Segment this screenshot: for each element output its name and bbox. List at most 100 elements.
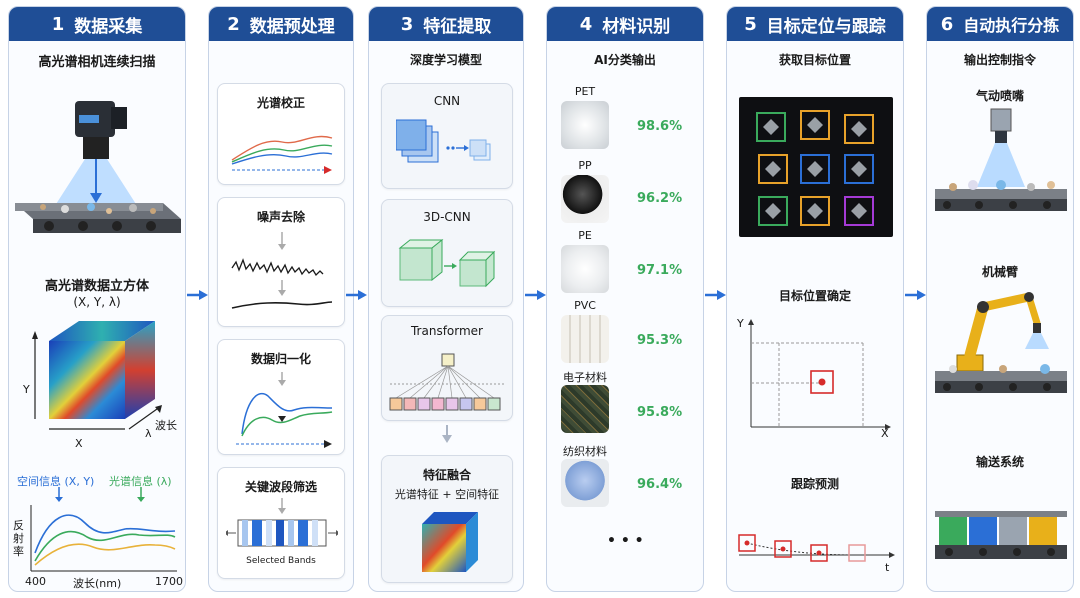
step-number: 6 [940,13,954,35]
camera-conveyor-illustration [15,101,181,233]
selected-bands-label: Selected Bands [246,556,316,566]
tracking-title: 跟踪预测 [790,477,839,491]
tracking-axis-t: t [885,561,890,574]
material-pct-pvc: 95.3% [637,333,683,348]
flow-arrow-4 [705,290,726,300]
normalization-plot [236,372,333,448]
position-plot [748,319,891,430]
step-header: 5 目标定位与跟踪 [727,7,903,41]
fusion-cube [422,512,478,572]
cnn-icon [396,119,491,163]
fusion-arrow [442,425,452,443]
step-title: 材料识别 [602,16,671,37]
detection-grid [739,97,893,237]
textile-sample-image [561,459,609,507]
cube-axis-y: Y [23,383,30,396]
reflectance-label: 反射率 [13,519,24,558]
step-header: 2 数据预处理 [209,7,353,41]
reflectance-chart [30,505,177,572]
air-nozzle-illustration [935,108,1067,211]
material-pct-pp: 96.2% [637,191,683,206]
flow-arrow-2 [346,290,367,300]
spectral-arrows [55,487,145,502]
denoise-plot [231,232,333,309]
material-label-pe: PE [578,229,592,242]
transformer-icon [389,353,506,411]
material-label-textile: 纺织材料 [563,445,607,458]
dl-model-title: 深度学习模型 [409,53,482,67]
normalization-title: 数据归一化 [250,352,311,366]
transformer-box: Transformer [381,315,513,421]
denoise-title: 噪声去除 [256,210,305,224]
cnn3d-box: 3D-CNN [381,199,513,307]
pp-sample-image [561,175,609,223]
spectral-correction-title: 光谱校正 [256,96,305,110]
hyperspectral-cube [32,321,162,430]
band-selection-plot [226,498,338,547]
cnn-box: CNN [381,83,513,189]
band-selection-box: 关键波段筛选 Selected Bands [217,467,345,579]
step-title: 目标定位与跟踪 [766,16,886,37]
air-nozzle-title: 气动喷嘴 [975,89,1024,103]
conveyor-title: 输送系统 [975,455,1024,469]
material-label-pp: PP [578,159,592,172]
step-header: 1 数据采集 [9,7,185,41]
step-number: 4 [579,13,593,35]
step-header: 4 材料识别 [547,7,703,41]
feature-fusion-subtitle: 光谱特征 + 空间特征 [394,488,500,501]
get-position-title: 获取目标位置 [778,53,851,67]
step-number: 2 [227,13,240,35]
flow-arrow-1 [187,290,208,300]
material-pct-pe: 97.1% [637,263,683,278]
tracking-plot [738,534,895,562]
x-max-label: 1700 [155,575,183,588]
step-number: 1 [51,13,65,35]
step-number: 5 [744,13,757,35]
band-selection-title: 关键波段筛选 [244,480,317,494]
step-title: 数据采集 [74,16,143,37]
material-pct-textile: 96.4% [637,477,683,492]
material-pct-electronic: 95.8% [637,405,683,420]
cnn3d-title: 3D-CNN [423,210,471,224]
cnn-title: CNN [433,94,461,108]
electronic-sample-image [561,385,609,433]
material-label-pvc: PVC [574,299,596,312]
flow-arrow-3 [525,290,546,300]
step-number: 3 [400,13,414,35]
more-indicator: • • • [607,533,644,549]
cnn3d-icon [398,238,496,288]
normalization-box: 数据归一化 [217,339,345,455]
spectral-info-label: 光谱信息 (λ) [109,475,172,488]
spatial-info-label: 空间信息 (X, Y) [17,475,95,488]
feature-fusion-title: 特征融合 [422,468,471,482]
plot-axis-x: X [881,427,889,440]
conveyor-bins-illustration [935,511,1067,559]
spectral-correction-plot [231,135,333,174]
material-label-pet: PET [574,85,596,98]
material-label-electronic: 电子材料 [563,371,607,384]
cube-axis-lambda: λ [145,427,152,440]
cube-title: 高光谱数据立方体 [44,279,149,294]
spectral-correction-box: 光谱校正 [217,83,345,185]
x-min-label: 400 [25,575,46,588]
cube-axis-x: X [75,437,83,450]
flow-arrow-5 [905,290,926,300]
robot-arm-illustration [935,292,1067,393]
pvc-sample-image [561,315,609,363]
plot-axis-y: Y [737,317,744,330]
pet-sample-image [561,101,609,149]
step-header: 6 自动执行分拣 [927,7,1073,41]
step-title: 自动执行分拣 [963,16,1060,35]
camera-caption: 高光谱相机连续扫描 [38,55,156,70]
position-confirm-title: 目标位置确定 [778,289,851,303]
x-axis-label: 波长(nm) [73,577,122,590]
denoise-box: 噪声去除 [217,197,345,327]
cube-axis-wavelength: 波长 [155,419,177,432]
step-title: 数据预处理 [249,16,335,37]
